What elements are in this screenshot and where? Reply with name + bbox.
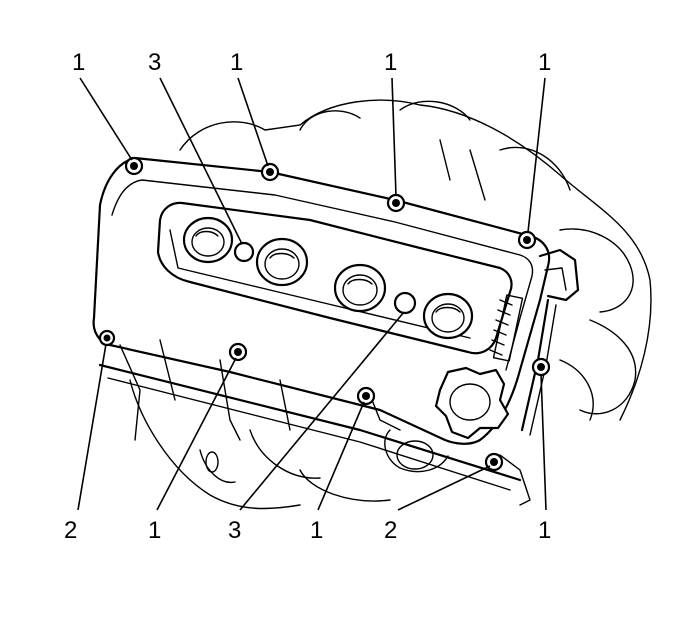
callout-bolt-top-right: 1	[538, 49, 551, 76]
bolt-bottom-mid-right	[356, 386, 376, 406]
spark-plug-hole-4	[422, 292, 474, 340]
bolts	[124, 156, 551, 406]
callout-stud-bottom-right: 2	[384, 517, 397, 544]
callout-bolt-bottom-mid-right: 1	[310, 517, 323, 544]
callout-stud-bottom-left: 2	[64, 517, 77, 544]
callout-bolt-top-center: 1	[384, 49, 397, 76]
sensor-upper	[233, 241, 255, 263]
callout-bolt-top-mid-left: 1	[230, 49, 243, 76]
studs	[98, 329, 504, 472]
oil-filler-cap	[434, 366, 510, 440]
leader-lines	[77, 77, 547, 511]
spark-plug-hole-2	[255, 237, 309, 287]
sensors	[233, 241, 417, 315]
callout-bolt-bottom-mid-left: 1	[148, 517, 161, 544]
sensor-lower	[393, 291, 417, 315]
callout-labels: 1 3 1 1 1 2 1 3 1 2 1	[64, 49, 551, 544]
spark-plug-holes	[182, 216, 474, 340]
lower-manifold	[98, 339, 531, 506]
bolt-top-right	[517, 230, 537, 250]
callout-bolt-top-left: 1	[72, 49, 85, 76]
bolt-top-center	[386, 193, 406, 213]
cover-ribs	[489, 294, 524, 362]
callout-bolt-bottom-right: 1	[538, 517, 551, 544]
bolt-top-mid-left	[260, 162, 280, 182]
callout-sensor-bottom: 3	[228, 517, 241, 544]
spark-plug-hole-3	[333, 263, 387, 313]
bolt-bottom-right	[531, 357, 551, 377]
stud-bottom-left	[98, 329, 116, 347]
bolt-top-left	[124, 156, 144, 176]
engine-block-background	[129, 99, 652, 510]
spark-plug-hole-1	[182, 216, 234, 264]
callout-sensor-top: 3	[148, 49, 161, 76]
bolt-bottom-mid-left	[228, 342, 248, 362]
